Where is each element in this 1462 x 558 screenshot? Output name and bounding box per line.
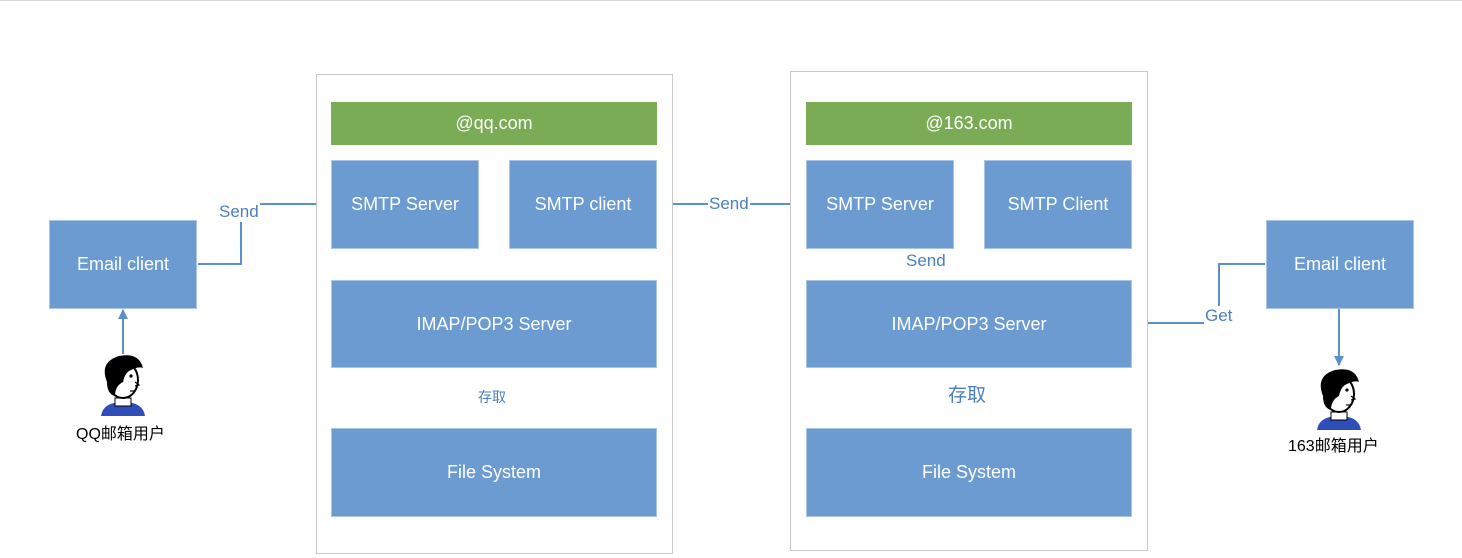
edge-label-get: Get (1204, 306, 1234, 326)
qq-user-person-icon (101, 355, 145, 416)
qq-file-system-box: File System (331, 428, 657, 517)
edge-get (1132, 263, 1265, 328)
right-email-client-box: Email client (1266, 220, 1414, 309)
qq-access-label: 存取 (477, 387, 507, 407)
163-user-caption: 163邮箱用户 (1288, 438, 1379, 455)
edge-client-to-qq-smtp (198, 199, 330, 265)
163-smtp-server-box: SMTP Server (806, 160, 954, 249)
edge-label-send-left: Send (218, 202, 260, 222)
left-email-client-box: Email client (49, 220, 197, 309)
top-divider (0, 0, 1462, 1)
qq-smtp-client-box: SMTP client (509, 160, 657, 249)
163-file-system-box: File System (806, 428, 1132, 517)
163-imap-server-box: IMAP/POP3 Server (806, 280, 1132, 368)
163-access-label: 存取 (947, 385, 988, 406)
163-domain-bar: @163.com (806, 102, 1132, 145)
edge-label-send-middle: Send (708, 194, 750, 214)
qq-user-caption: QQ邮箱用户 (76, 426, 165, 443)
163-user-person-icon (1317, 369, 1361, 430)
qq-smtp-server-box: SMTP Server (331, 160, 479, 249)
qq-domain-bar: @qq.com (331, 102, 657, 145)
163-smtp-client-box: SMTP Client (984, 160, 1132, 249)
qq-imap-server-box: IMAP/POP3 Server (331, 280, 657, 368)
edge-label-send-internal: Send (905, 251, 947, 271)
